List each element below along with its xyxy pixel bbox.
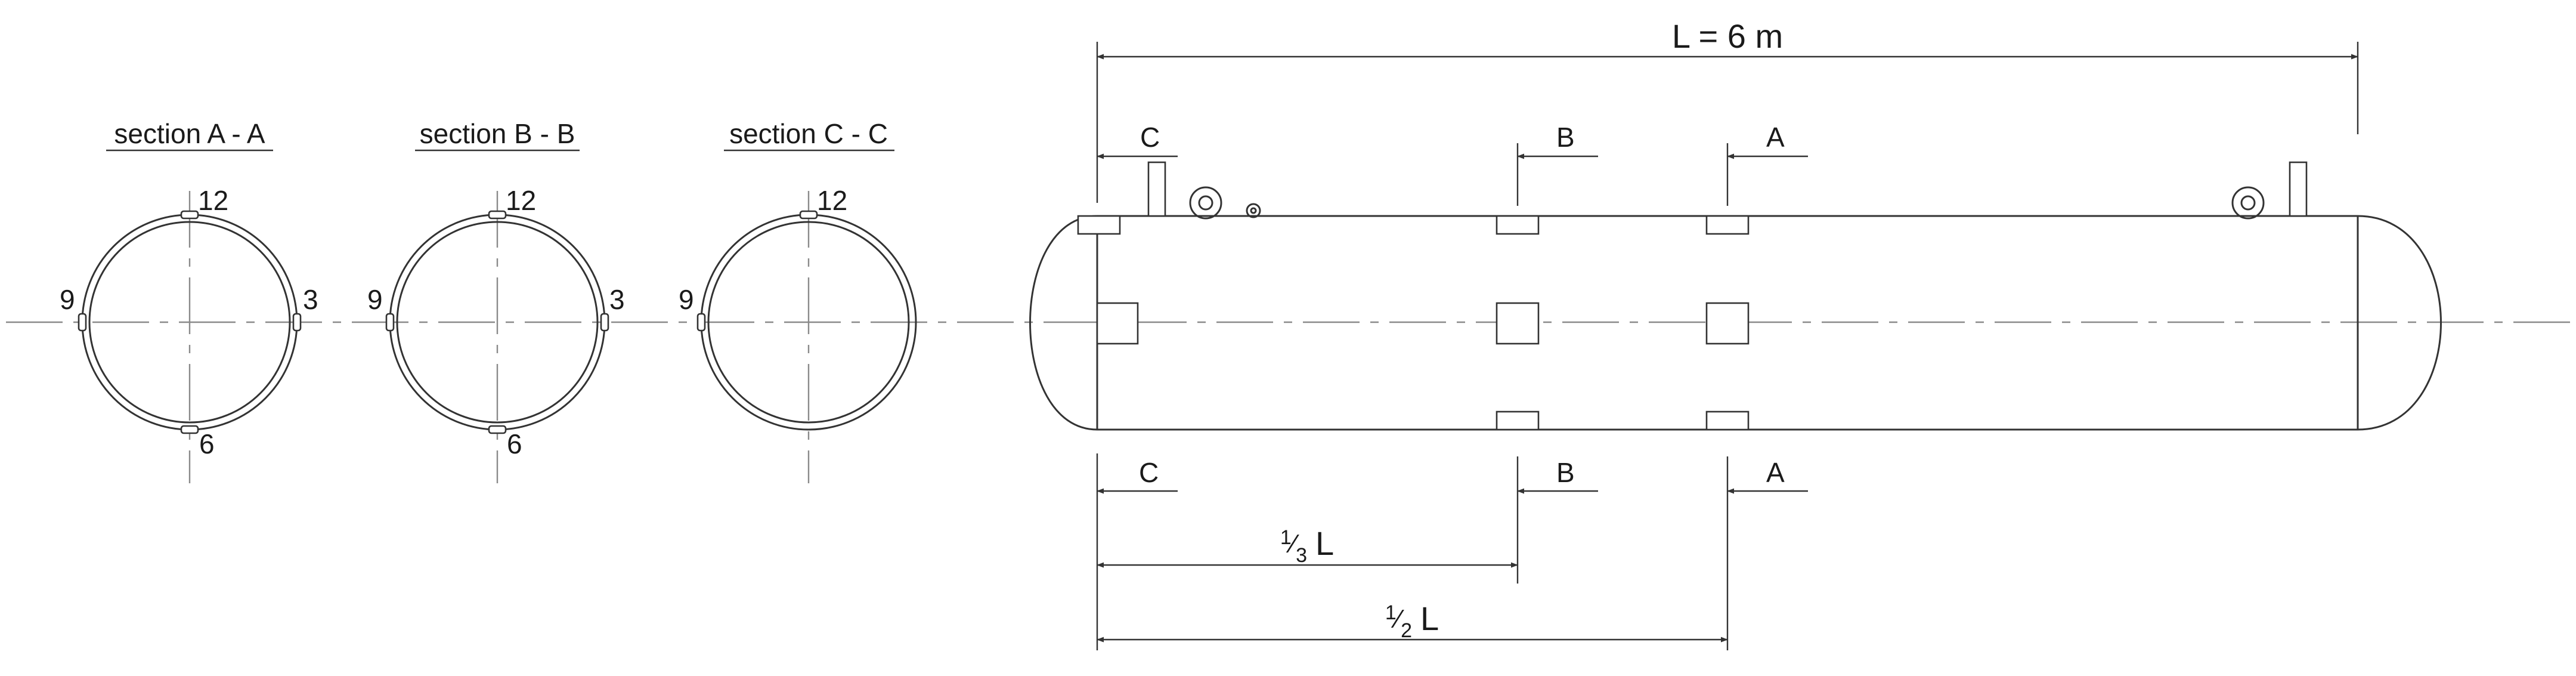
section-c-inner-circle [707,221,910,424]
cut-c-top-letter: C [1140,122,1160,153]
section-b-b: section B - B 12 9 3 6 [367,118,625,483]
third-length-numerator: 1 [1280,526,1292,549]
third-length-denominator: 3 [1296,544,1307,567]
section-b-lug-top [488,210,507,220]
pad-a-middle [1705,302,1750,345]
lifting-lug-left-hole [1198,195,1213,211]
pad-c-middle [1096,302,1139,345]
lifting-lug-right [2231,186,2265,220]
section-c-c: section C - C 12 9 [679,118,917,483]
section-c-lug-left [696,313,706,332]
section-b-lug-right [600,313,609,332]
pad-b-top [1496,215,1540,235]
nozzle-right [2289,161,2308,217]
section-a-lug-bottom [180,425,199,434]
section-a-a: section A - A 12 9 3 6 [60,118,318,483]
half-length-numerator: 1 [1385,601,1397,624]
section-a-lug-right [292,313,302,332]
section-b-mark-3: 3 [609,284,625,315]
section-b-lug-left [385,313,395,332]
section-a-mark-6: 6 [199,428,215,459]
small-boss [1246,203,1261,218]
half-length-unit: L [1420,600,1439,637]
section-b-mark-12: 12 [506,185,536,216]
overall-length-label: L = 6 m [1672,17,1783,55]
section-b-mark-9: 9 [367,284,383,315]
section-a-lug-top [180,210,199,220]
pad-c-top [1077,215,1121,235]
pad-b-bottom [1496,410,1540,431]
cut-c-bottom-letter: C [1139,457,1159,488]
section-c-lug-top [799,210,818,220]
nozzle-left [1147,161,1166,217]
cut-b-bottom-letter: B [1556,457,1575,488]
pad-a-bottom [1705,410,1750,431]
vessel-right-head [2357,215,2442,431]
section-b-inner-circle [396,221,599,424]
section-a-mark-12: 12 [198,185,228,216]
lifting-lug-right-hole [2240,195,2256,211]
section-c-title: section C - C [729,118,888,149]
section-b-lug-bottom [488,425,507,434]
pad-b-middle [1496,302,1540,345]
section-a-mark-9: 9 [60,284,75,315]
half-length-denominator: 2 [1401,619,1412,642]
pad-a-top [1705,215,1750,235]
section-a-inner-circle [88,221,291,424]
cut-a-top-letter: A [1766,122,1785,153]
section-b-title: section B - B [420,118,575,149]
small-boss-hole [1250,207,1257,214]
section-c-mark-9: 9 [679,284,694,315]
section-b-mark-6: 6 [507,428,522,459]
section-a-lug-left [78,313,87,332]
vessel-left-head [1029,215,1098,431]
section-a-mark-3: 3 [303,284,318,315]
third-length-unit: L [1315,524,1334,562]
section-a-title: section A - A [114,118,265,149]
cut-b-top-letter: B [1556,122,1575,153]
cut-a-bottom-letter: A [1766,457,1785,488]
lifting-lug-left [1189,186,1222,220]
section-c-mark-12: 12 [817,185,847,216]
